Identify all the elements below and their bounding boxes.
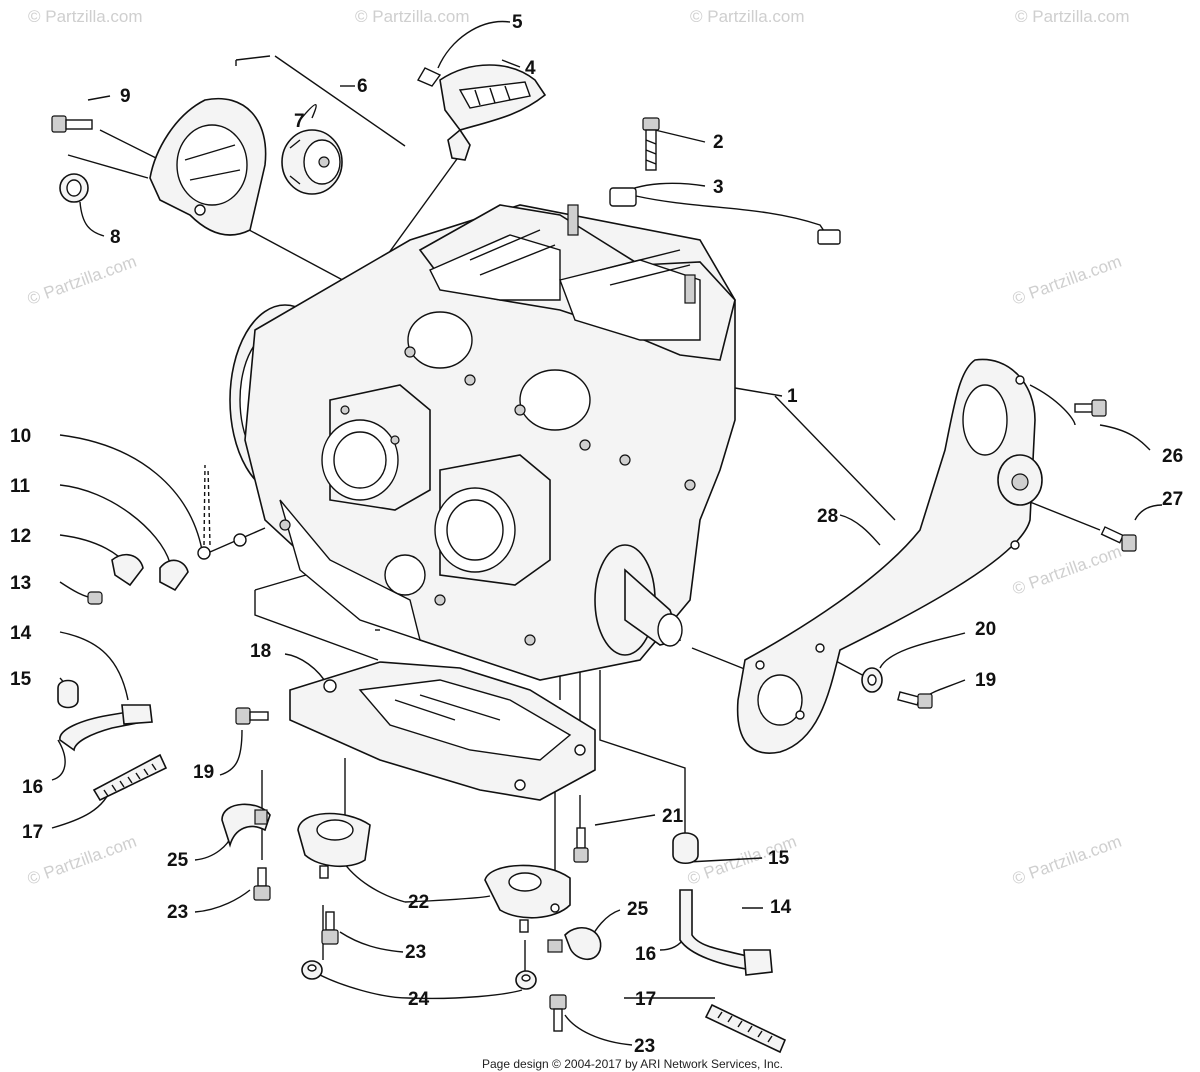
callout-13: 13 bbox=[10, 573, 31, 594]
callout-19-left: 19 bbox=[193, 762, 214, 783]
nut-24-b bbox=[515, 970, 537, 990]
callout-21: 21 bbox=[662, 806, 684, 827]
footer-copyright: Page design © 2004-2017 by ARI Network S… bbox=[482, 1057, 783, 1071]
callout-1: 1 bbox=[787, 386, 798, 407]
callout-25-a: 25 bbox=[167, 850, 189, 871]
callout-8: 8 bbox=[110, 227, 121, 248]
nut-24-a bbox=[301, 960, 323, 980]
bolt-23-b bbox=[321, 911, 339, 945]
callout-17-left: 17 bbox=[22, 822, 43, 843]
callout-19-right: 19 bbox=[975, 670, 996, 691]
rope-clip-5 bbox=[416, 67, 442, 87]
callout-14-right: 14 bbox=[770, 897, 792, 918]
callout-11: 11 bbox=[10, 476, 31, 497]
callout-3: 3 bbox=[713, 177, 724, 198]
watermark-text: © Partzilla.com bbox=[1015, 7, 1130, 26]
starter-handle-4 bbox=[416, 64, 547, 161]
bolt-26 bbox=[1074, 399, 1107, 417]
watermark-text: © Partzilla.com bbox=[1010, 832, 1124, 889]
callout-9: 9 bbox=[120, 86, 131, 107]
bolt-9 bbox=[51, 115, 93, 133]
callout-2: 2 bbox=[713, 132, 724, 153]
hose-group-left bbox=[57, 679, 168, 802]
callout-15-left: 15 bbox=[10, 669, 32, 690]
small-hardware-left bbox=[87, 464, 211, 605]
callout-labels: 1 2 3 4 5 6 7 8 9 10 11 12 13 14 15 16 1… bbox=[10, 12, 1183, 1057]
engine-block bbox=[229, 204, 736, 681]
callout-18: 18 bbox=[250, 641, 271, 662]
bracket-28 bbox=[736, 358, 1043, 754]
watermark-text: © Partzilla.com bbox=[1010, 542, 1124, 599]
callout-23-b: 23 bbox=[405, 942, 426, 963]
bolt-2 bbox=[642, 117, 660, 171]
bolt-23-a bbox=[253, 867, 271, 901]
starter-pulley-7 bbox=[281, 129, 343, 195]
callout-26: 26 bbox=[1162, 446, 1183, 467]
callout-5: 5 bbox=[512, 12, 523, 33]
engine-mount-22a bbox=[297, 812, 371, 879]
grommet-8 bbox=[59, 173, 89, 203]
bolt-19-right bbox=[897, 691, 933, 709]
callout-20: 20 bbox=[975, 619, 996, 640]
watermark-text: © Partzilla.com bbox=[25, 252, 139, 309]
sensor-3 bbox=[609, 187, 841, 245]
watermark-text: © Partzilla.com bbox=[690, 7, 805, 26]
watermark-text: © Partzilla.com bbox=[28, 7, 143, 26]
clamp-25-b bbox=[547, 926, 602, 960]
callout-16-left: 16 bbox=[22, 777, 43, 798]
callout-23-a: 23 bbox=[167, 902, 188, 923]
callout-12: 12 bbox=[10, 526, 31, 547]
callout-10: 10 bbox=[10, 426, 31, 447]
washer-20 bbox=[861, 667, 883, 693]
callout-6: 6 bbox=[357, 76, 368, 97]
callout-22: 22 bbox=[408, 892, 429, 913]
mount-plate-18 bbox=[289, 661, 596, 801]
bolt-19-left bbox=[235, 707, 269, 725]
recoil-starter-6 bbox=[149, 97, 267, 236]
bolt-23-c bbox=[549, 994, 567, 1032]
watermark-text: © Partzilla.com bbox=[1010, 252, 1124, 309]
callout-24: 24 bbox=[408, 989, 430, 1010]
callout-15-right: 15 bbox=[768, 848, 790, 869]
bolt-21 bbox=[573, 827, 589, 863]
callout-28: 28 bbox=[817, 506, 838, 527]
callout-14-left: 14 bbox=[10, 623, 32, 644]
callout-17-right: 17 bbox=[635, 989, 656, 1010]
callout-27: 27 bbox=[1162, 489, 1183, 510]
callout-7: 7 bbox=[294, 111, 305, 132]
callout-4: 4 bbox=[525, 58, 536, 79]
callout-23-c: 23 bbox=[634, 1036, 655, 1057]
callout-16-right: 16 bbox=[635, 944, 656, 965]
watermark-text: © Partzilla.com bbox=[355, 7, 470, 26]
engine-mount-22b bbox=[484, 864, 571, 933]
callout-25-b: 25 bbox=[627, 899, 649, 920]
clamp-25-a bbox=[221, 803, 271, 848]
bolt-27 bbox=[1100, 526, 1137, 552]
hose-group-right bbox=[672, 832, 787, 1054]
